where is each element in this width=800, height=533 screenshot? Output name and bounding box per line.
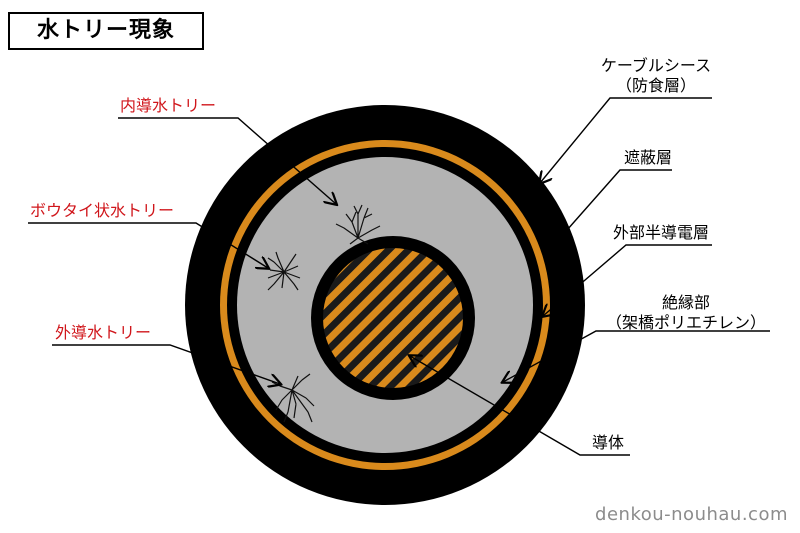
conductor-leader	[410, 356, 630, 456]
insulation-label: 絶縁部 （架橋ポリエチレン）	[600, 293, 772, 333]
leader-lines-right	[410, 97, 770, 456]
conductor-label: 導体	[592, 433, 625, 452]
sheath-label: ケーブルシース （防食層）	[596, 56, 716, 96]
outer-semicon-leader	[543, 244, 712, 316]
sheath-label-line1: ケーブルシース	[600, 56, 712, 75]
inner-water-tree-icon	[335, 204, 381, 245]
insulation-label-line2: （架橋ポリエチレン）	[605, 313, 766, 332]
page-title: 水トリー現象	[8, 12, 204, 50]
outer-water-tree-label: 外導水トリー	[55, 323, 152, 342]
insulation-leader	[503, 330, 770, 382]
bowtie-water-tree-label: ボウタイ状水トリー	[30, 201, 175, 220]
sheath-label-line2: （防食層）	[615, 76, 696, 95]
bowtie-tree-leader	[28, 222, 268, 268]
inner-tree-leader	[118, 117, 336, 204]
sheath-leader	[540, 97, 712, 183]
watermark: denkou-nouhau.com	[595, 504, 788, 525]
inner-water-tree-label: 内導水トリー	[120, 96, 217, 115]
insulation-label-line1: 絶縁部	[661, 293, 710, 312]
shield-leader	[552, 169, 672, 247]
shield-label: 遮蔽層	[624, 148, 673, 167]
conductor-core	[323, 248, 463, 388]
leader-lines-left	[28, 117, 336, 384]
outer-tree-leader	[52, 344, 280, 384]
outer-semiconductive-label: 外部半導電層	[613, 223, 710, 242]
